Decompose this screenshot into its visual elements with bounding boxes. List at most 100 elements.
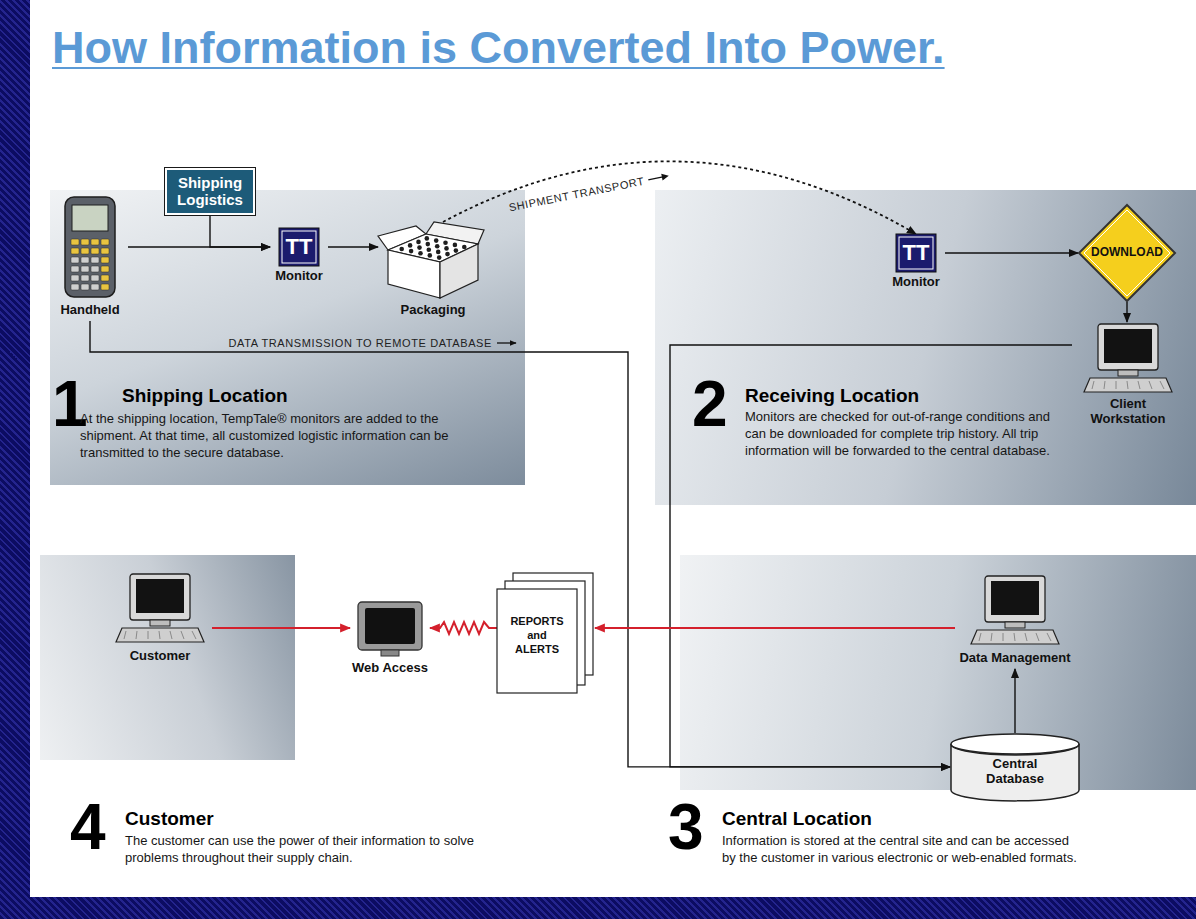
- keyboard-key: [124, 631, 126, 639]
- vial-dot: [434, 238, 439, 243]
- section-body: Information is stored at the central sit…: [722, 832, 1082, 866]
- vial-dot: [444, 246, 449, 251]
- keyboard-key: [192, 631, 196, 639]
- temperature-monitor: TTMonitor: [270, 228, 328, 287]
- section-heading: Receiving Location: [745, 385, 1075, 407]
- download-diamond: DOWNLOAD: [1078, 204, 1176, 302]
- computer-symbol: [955, 574, 1075, 648]
- monitor-neck: [1118, 370, 1138, 376]
- central-database: Central Database: [950, 733, 1080, 801]
- vial-dot: [453, 243, 458, 248]
- receiving-location-panel: 2Receiving LocationMonitors are checked …: [655, 190, 1196, 505]
- device-key: [91, 266, 99, 272]
- icon-label: Customer: [108, 649, 212, 664]
- monitor-screen: [365, 608, 415, 644]
- keyboard-key: [148, 631, 149, 639]
- device-key: [101, 257, 109, 263]
- keyboard-key: [170, 631, 172, 639]
- device-key: [91, 257, 99, 263]
- device-key: [101, 248, 109, 254]
- device-key: [101, 266, 109, 272]
- vial-dot: [426, 242, 431, 247]
- data-line: [328, 246, 378, 247]
- document-page: [497, 589, 577, 693]
- keyboard-key: [1092, 381, 1094, 389]
- vial-dot: [445, 252, 450, 257]
- device-key: [71, 275, 79, 281]
- device-body: [65, 197, 115, 297]
- icon-label: Handheld: [52, 303, 128, 318]
- computer-symbol: [1072, 322, 1184, 394]
- keyboard: [1084, 378, 1172, 392]
- keyboard-key: [1036, 633, 1039, 641]
- direction-arrow: [647, 171, 670, 183]
- vial-dot: [416, 240, 421, 245]
- edge-label: DATA TRANSMISSION TO REMOTE DATABASE: [229, 337, 492, 349]
- device-key: [71, 284, 79, 290]
- vial-dot: [399, 247, 404, 252]
- logistics-box: Shipping Logistics: [165, 168, 255, 215]
- section-body: Monitors are checked for out-of-range co…: [745, 408, 1063, 459]
- vial-dot: [437, 255, 442, 260]
- device-key: [81, 257, 89, 263]
- central-location-panel: 3Central LocationInformation is stored a…: [680, 555, 1196, 790]
- handheld-symbol: [52, 195, 128, 300]
- section-heading: Central Location: [722, 808, 1122, 830]
- transport-curve: [443, 161, 916, 234]
- keyboard-key: [1025, 633, 1027, 641]
- web-access-monitor: Web Access: [350, 600, 430, 679]
- box-side: [440, 244, 478, 298]
- icon-label: Data Management: [955, 651, 1075, 666]
- vial-dot: [462, 245, 467, 250]
- keyboard-key: [159, 631, 160, 639]
- icon-label: Monitor: [887, 275, 945, 290]
- data-line: [1126, 302, 1127, 322]
- section-number: 1: [52, 372, 102, 436]
- slide-title: How Information is Converted Into Power.: [52, 22, 1192, 74]
- monitor-case: [985, 576, 1045, 622]
- monitor-screen: [136, 579, 184, 613]
- computer-symbol: [108, 572, 212, 646]
- device-key: [81, 266, 89, 272]
- monitor-logo: TT: [896, 234, 936, 272]
- monitor-case: [1098, 324, 1158, 370]
- keyboard-key: [1127, 381, 1128, 389]
- monitor-case: [130, 574, 190, 620]
- keyboard-key: [181, 631, 184, 639]
- database-label: Central Database: [973, 757, 1057, 787]
- vial-dot: [427, 248, 432, 253]
- keyboard-key: [1149, 381, 1152, 389]
- keyboard-key: [1104, 381, 1105, 389]
- device-key: [81, 275, 89, 281]
- section-body: The customer can use the power of their …: [125, 832, 485, 866]
- section-number: 3: [668, 795, 718, 859]
- vial-dot: [408, 243, 413, 248]
- keyboard-key: [1003, 633, 1004, 641]
- section-number: 4: [70, 795, 120, 859]
- edge-label: SHIPMENT TRANSPORT: [508, 174, 646, 213]
- vial-dot: [418, 251, 423, 256]
- icon-label: Client Workstation: [1072, 397, 1184, 427]
- pack-symbol: [378, 222, 488, 300]
- device-key: [71, 266, 79, 272]
- diamond-outline: [1079, 205, 1175, 301]
- vial-dot: [409, 249, 414, 254]
- vial-dot: [435, 244, 440, 249]
- monitor-logo: TT: [279, 228, 319, 266]
- device-key: [91, 284, 99, 290]
- device-key: [81, 284, 89, 290]
- data-line: [1014, 669, 1015, 733]
- keyboard-key: [1014, 633, 1015, 641]
- edge-label-holder: SHIPMENT TRANSPORT: [507, 165, 671, 215]
- section-number: 2: [692, 372, 742, 436]
- vial-dot: [436, 250, 441, 255]
- monitor-neck: [150, 620, 170, 626]
- alert-flow-line: [430, 622, 497, 634]
- device-key: [71, 239, 79, 245]
- device-key: [71, 257, 79, 263]
- keyboard-key: [991, 633, 992, 641]
- direction-arrow: [497, 342, 516, 343]
- direction-arrow: [661, 172, 669, 180]
- device-key: [101, 239, 109, 245]
